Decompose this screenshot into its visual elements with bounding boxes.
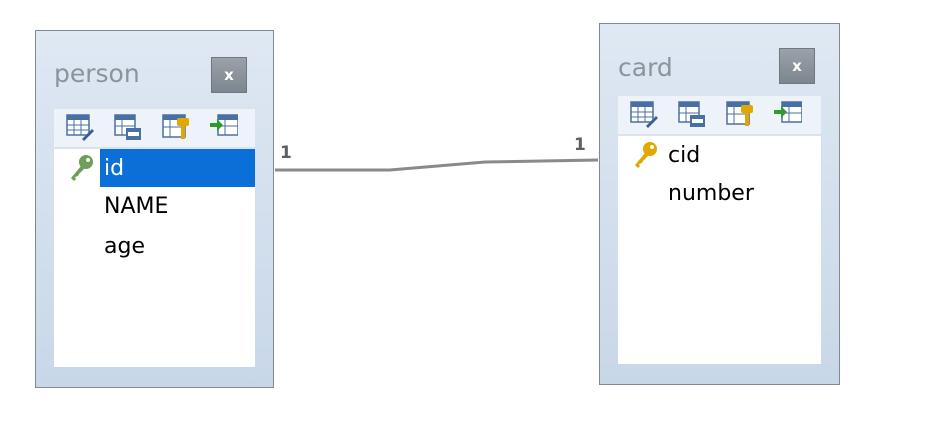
column-name: id xyxy=(104,155,125,181)
column-row-number[interactable]: number xyxy=(664,174,821,212)
column-name: age xyxy=(104,233,145,259)
column-list: id NAME age xyxy=(54,149,255,367)
card-cardinality-label: 1 xyxy=(574,135,586,155)
column-name: NAME xyxy=(104,193,169,219)
table-toolbar xyxy=(618,96,821,134)
design-table-icon[interactable] xyxy=(66,113,94,143)
table-toolbar xyxy=(54,109,255,147)
column-name: number xyxy=(668,180,754,206)
close-button[interactable]: x xyxy=(211,57,247,93)
person-cardinality-label: 1 xyxy=(280,143,292,163)
column-row-name[interactable]: NAME xyxy=(100,187,255,225)
column-list: cid number xyxy=(618,136,821,364)
card-table-box[interactable]: card x xyxy=(599,23,840,385)
primary-key-icon xyxy=(635,142,657,168)
column-row-id[interactable]: id xyxy=(100,149,255,187)
import-icon[interactable] xyxy=(774,100,802,130)
table-key-icon[interactable] xyxy=(726,100,754,130)
table-title: person xyxy=(54,59,140,88)
design-table-icon[interactable] xyxy=(630,100,658,130)
close-button[interactable]: x xyxy=(779,48,815,84)
primary-key-icon xyxy=(71,155,93,181)
table-title: card xyxy=(618,53,673,82)
table-key-icon[interactable] xyxy=(162,113,190,143)
column-name: cid xyxy=(668,142,701,168)
table-properties-icon[interactable] xyxy=(678,100,706,130)
column-row-age[interactable]: age xyxy=(100,227,255,265)
column-row-cid[interactable]: cid xyxy=(664,136,821,174)
import-icon[interactable] xyxy=(210,113,238,143)
person-table-box[interactable]: person x xyxy=(35,30,274,388)
table-properties-icon[interactable] xyxy=(114,113,142,143)
